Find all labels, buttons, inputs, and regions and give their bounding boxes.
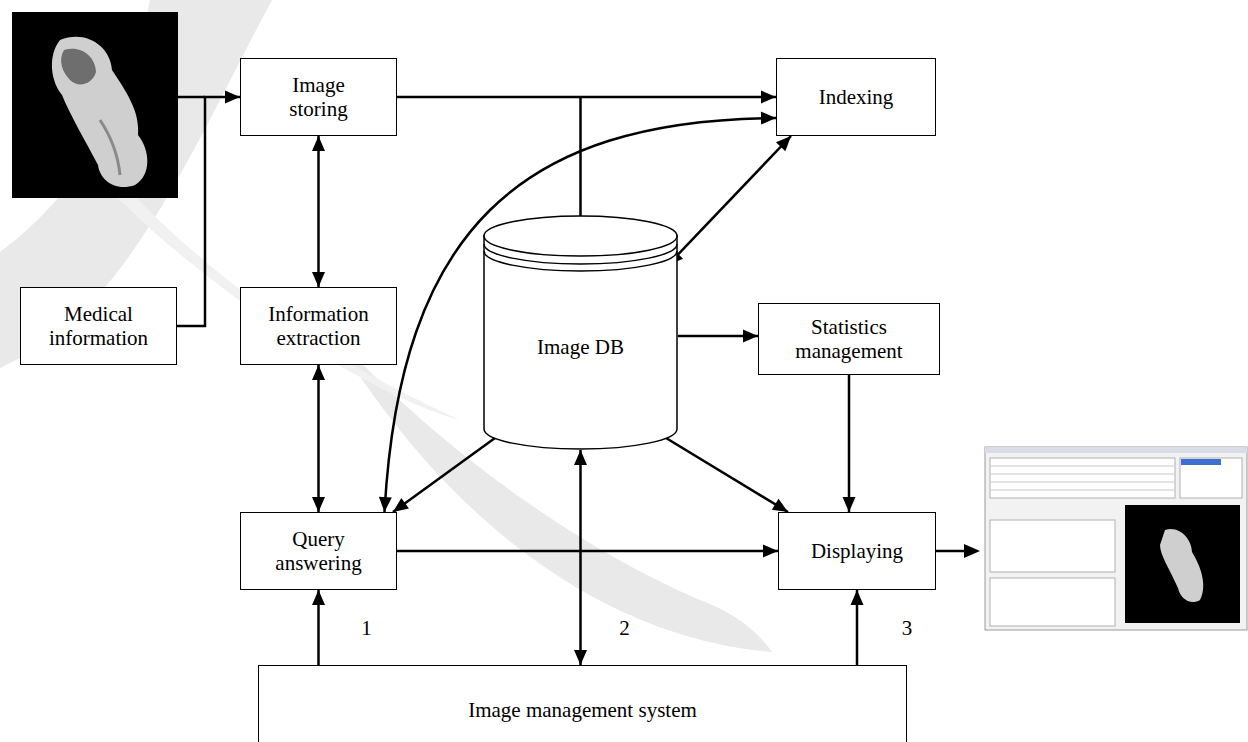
connector-arrow (379, 112, 776, 512)
callout-number: 1 (358, 615, 375, 640)
connector-arrow (393, 438, 495, 512)
connector-arrow (666, 438, 788, 512)
node-label: Statistics management (774, 315, 924, 363)
node-label: Image DB (537, 335, 624, 359)
process-box: Displaying (778, 512, 936, 590)
process-box: Image storing (240, 58, 397, 136)
process-box: Query answering (240, 512, 397, 590)
ct-scan-image (12, 12, 205, 198)
system-box: Image management system (258, 665, 907, 742)
connector-arrow (668, 136, 791, 265)
process-box: Information extraction (240, 287, 397, 365)
connector-arrow (843, 375, 856, 512)
callout-number: 3 (899, 615, 916, 640)
connector-arrow (851, 590, 864, 665)
database-cylinder: Image DB (483, 215, 678, 450)
connector-arrow (397, 91, 776, 104)
screenshot-image (936, 447, 1247, 630)
cylinder-outline (483, 215, 678, 450)
process-box: Indexing (776, 58, 936, 136)
node-label: Displaying (811, 539, 903, 563)
connector-arrow (678, 330, 758, 343)
node-label: Information extraction (254, 302, 384, 350)
node-label: Query answering (264, 527, 374, 575)
process-box: Statistics management (758, 303, 940, 375)
connector-arrow (312, 590, 325, 665)
connector-arrow (177, 91, 240, 327)
node-label: Image management system (468, 698, 697, 722)
node-label: Indexing (819, 85, 894, 109)
swoosh-band (0, 0, 272, 368)
input-box: Medical information (20, 287, 177, 365)
callout-number: 2 (616, 615, 633, 640)
connector-arrow (312, 365, 325, 512)
node-label: Image storing (264, 73, 374, 121)
connector-arrow (312, 136, 325, 287)
node-label: Medical information (34, 302, 164, 350)
connector-arrow (397, 545, 778, 558)
connector-arrow (574, 450, 587, 665)
